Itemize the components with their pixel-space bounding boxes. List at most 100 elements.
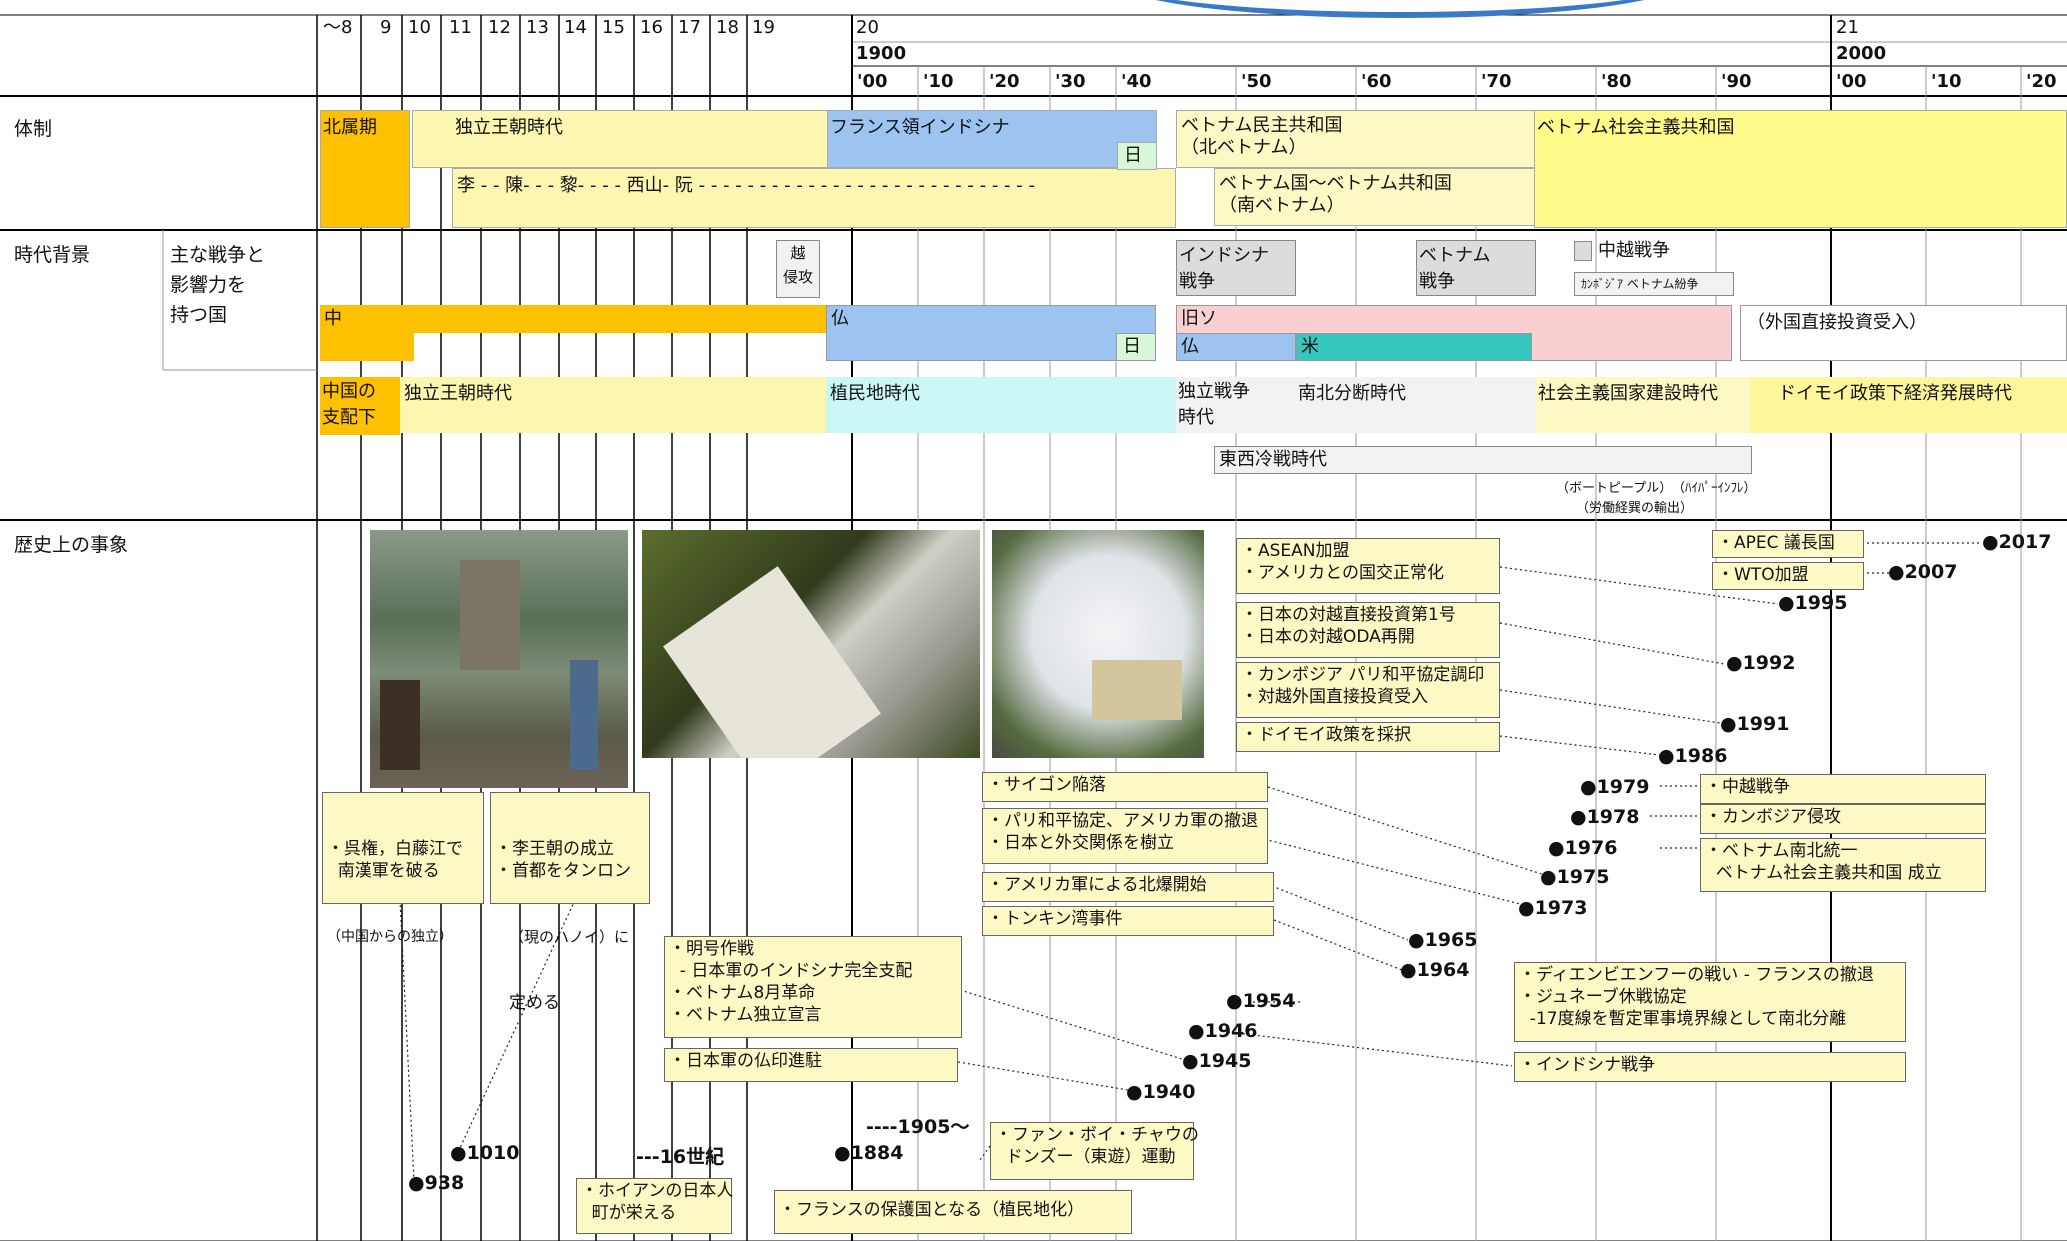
decade-1960: '60 xyxy=(1361,71,1392,92)
year-1900: 1900 xyxy=(856,43,907,64)
year-1010: ●1010 xyxy=(450,1142,520,1164)
decade-1990: '90 xyxy=(1721,71,1752,92)
note-hyperinflation: （ﾊｲﾊﾟｰｲﾝﾌﾚ） xyxy=(1672,481,1757,496)
event-paris-box: ・パリ和平協定、アメリカ軍の撤退 ・日本と外交関係を樹立 xyxy=(982,808,1268,864)
power-china: 中 xyxy=(320,305,826,333)
power-usa: 米 xyxy=(1296,333,1532,361)
row-label-wars-powers: 主な戦争と 影響力を 持つ国 xyxy=(170,244,266,326)
decade-1930: '30 xyxy=(1055,71,1086,92)
power-china-tail xyxy=(320,333,414,361)
photo-hoan-kiem-lake xyxy=(370,530,628,788)
century-9: 9 xyxy=(380,17,392,38)
decade-1900: '00 xyxy=(857,71,888,92)
century-20: 20 xyxy=(856,17,879,38)
year-1976: ●1976 xyxy=(1548,837,1618,859)
year-1946: ●1946 xyxy=(1188,1020,1258,1042)
event-dien-bien-phu-box: ・ディエンビエンフーの戦い - フランスの撤退 ・ジュネーブ休戦協定 -17度線… xyxy=(1514,962,1906,1042)
century-14: 14 xyxy=(564,17,587,38)
regime-dynasty-list: 李 - - 陳- - - 黎- - - - 西山- 阮 - - - - - - … xyxy=(452,168,1176,228)
era-doimoi: ドイモイ政策下経済発展時代 xyxy=(1750,377,2067,433)
event-1010-box: ・李王朝の成立 ・首都をタンロン （現のハノイ）に 定める xyxy=(490,792,650,1013)
century-11: 11 xyxy=(449,17,472,38)
year-1954: ●1954 xyxy=(1226,990,1296,1012)
era-cold-war: 東西冷戦時代 xyxy=(1214,446,1752,474)
year-1979: ●1979 xyxy=(1580,776,1650,798)
regime-south-vietnam: ベトナム国～ベトナム共和国 （南ベトナム） xyxy=(1214,168,1536,226)
decade-1950: '50 xyxy=(1241,71,1272,92)
power-fdi: （外国直接投資受入） xyxy=(1740,305,2067,361)
year-2007: ●2007 xyxy=(1888,561,1958,583)
year-1978: ●1978 xyxy=(1570,806,1640,828)
century-17: 17 xyxy=(678,17,701,38)
event-japan-fdi-box: ・日本の対越直接投資第1号 ・日本の対越ODA再開 xyxy=(1236,602,1500,658)
year-1964: ●1964 xyxy=(1400,959,1470,981)
sino-vietnam-war-marker xyxy=(1574,241,1592,261)
era-dynasty: 独立王朝時代 xyxy=(400,377,826,433)
decade-1980: '80 xyxy=(1601,71,1632,92)
event-phan-boi-chau-box: ・ファン・ボイ・チャウの ドンズー（東遊）運動 xyxy=(990,1122,1199,1180)
year-2017: ●2017 xyxy=(1982,531,2052,553)
regime-dynasty: 独立王朝時代 xyxy=(412,110,852,168)
decade-1910: '10 xyxy=(923,71,954,92)
power-france: 仏 xyxy=(826,305,1156,361)
year-1945: ●1945 xyxy=(1182,1050,1252,1072)
event-saigon-box: ・サイゴン陥落 xyxy=(982,772,1268,802)
event-bombing-box: ・アメリカ軍による北爆開始 xyxy=(982,872,1274,902)
power-france-2: 仏 xyxy=(1176,333,1296,361)
year-1973: ●1973 xyxy=(1518,897,1588,919)
decade-1970: '70 xyxy=(1481,71,1512,92)
war-cambodia-vietnam: ｶﾝﾎﾞｼﾞｱ ベトナム紛争 xyxy=(1574,272,1734,296)
decade-2000: '00 xyxy=(1836,71,1867,92)
event-indochina-war-box: ・インドシナ戦争 xyxy=(1514,1052,1906,1082)
war-vietnam: ベトナム 戦争 xyxy=(1416,240,1536,296)
era-socialist-building: 社会主義国家建設時代 xyxy=(1536,377,1750,433)
year-1992: ●1992 xyxy=(1726,652,1796,674)
year-16th-century: ---16世紀 xyxy=(636,1146,725,1168)
row-label-background: 時代背景 xyxy=(14,244,91,266)
row-label-regime: 体制 xyxy=(14,118,53,140)
century-16: 16 xyxy=(640,17,663,38)
year-1975: ●1975 xyxy=(1540,866,1610,888)
regime-north-vietnam: ベトナム民主共和国 （北ベトナム） xyxy=(1176,110,1536,168)
event-938-box: ・呉権，白藤江で 南漢軍を破る （中国からの独立） xyxy=(322,792,484,945)
year-1965: ●1965 xyxy=(1408,929,1478,951)
year-1884: ●1884 xyxy=(834,1142,904,1164)
event-hoian-box: ・ホイアンの日本人 町が栄える xyxy=(576,1178,733,1234)
event-tonkin-box: ・トンキン湾事件 xyxy=(982,906,1274,936)
war-indochina: インドシナ 戦争 xyxy=(1176,240,1296,296)
decade-2020: '20 xyxy=(2026,71,2057,92)
note-boat-people: （ボートピープル） xyxy=(1556,481,1673,496)
event-futsuin-box: ・日本軍の仏印進駐 xyxy=(664,1048,958,1082)
photo-hanoi-opera-house xyxy=(992,530,1204,758)
war-vietnam-invasion: 越 侵攻 xyxy=(776,240,820,298)
century-15: 15 xyxy=(602,17,625,38)
century-19: 19 xyxy=(752,17,775,38)
century-10: 10 xyxy=(408,17,431,38)
row-label-events: 歴史上の事象 xyxy=(14,534,129,556)
photo-french-building xyxy=(642,530,980,758)
regime-hokuzoku: 北属期 xyxy=(320,110,410,228)
year-1986: ●1986 xyxy=(1658,745,1728,767)
era-china-rule: 中国の 支配下 xyxy=(320,377,400,435)
year-1991: ●1991 xyxy=(1720,713,1790,735)
event-unification-box: ・ベトナム南北統一 ベトナム社会主義共和国 成立 xyxy=(1700,838,1986,892)
year-1940: ●1940 xyxy=(1126,1081,1196,1103)
era-division: 南北分断時代 xyxy=(1296,377,1536,433)
decade-2010: '10 xyxy=(1931,71,1962,92)
century-21: 21 xyxy=(1836,17,1859,38)
event-meigo-box: ・明号作戦 - 日本軍のインドシナ完全支配 ・ベトナム8月革命 ・ベトナム独立宣… xyxy=(664,936,962,1038)
year-2000: 2000 xyxy=(1836,43,1887,64)
century-8: ～8 xyxy=(323,17,353,38)
event-protectorate-box: ・フランスの保護国となる（植民地化） xyxy=(774,1190,1132,1234)
century-13: 13 xyxy=(526,17,549,38)
decorative-arc xyxy=(1110,0,1690,18)
regime-japan: 日 xyxy=(1117,142,1157,170)
decade-1940: '40 xyxy=(1121,71,1152,92)
event-sino-war-box: ・中越戦争 xyxy=(1700,774,1986,804)
regime-socialist-republic: ベトナム社会主義共和国 xyxy=(1534,110,2067,228)
era-independence-war: 独立戦争 時代 xyxy=(1176,377,1296,433)
century-18: 18 xyxy=(716,17,739,38)
note-labor-export: （労働経巽の輸出） xyxy=(1576,501,1694,516)
event-asean-box: ・ASEAN加盟 ・アメリカとの国交正常化 xyxy=(1236,538,1500,594)
